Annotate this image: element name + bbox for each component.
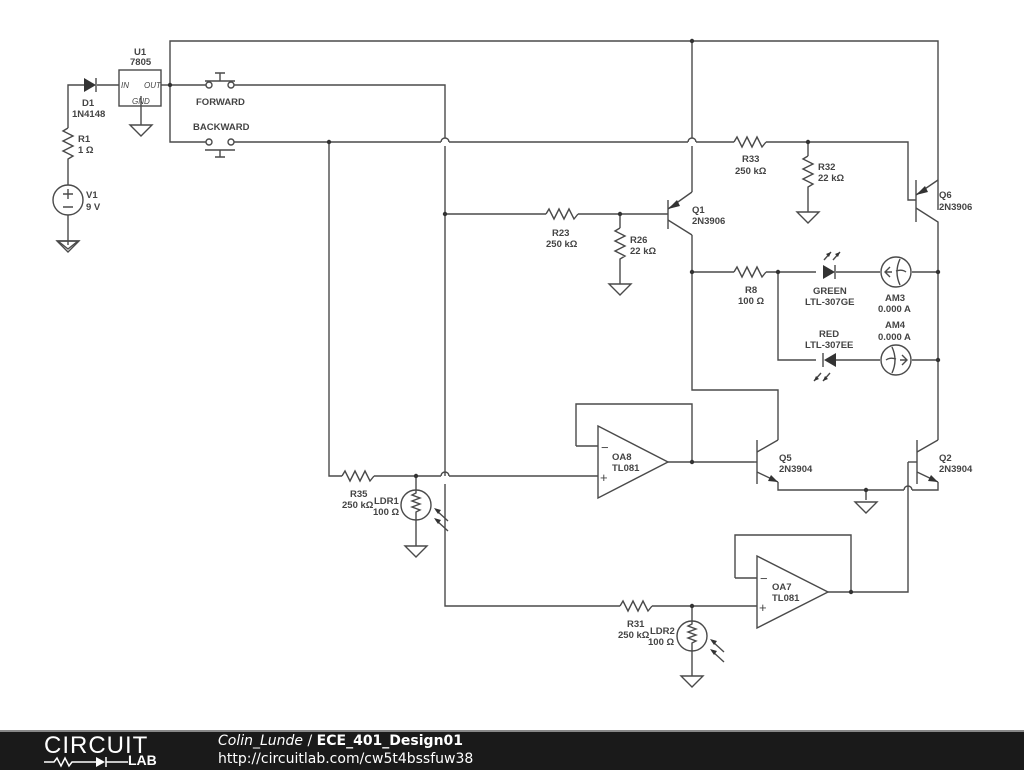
ground-icon <box>403 545 429 558</box>
schematic-canvas[interactable]: V1 9 V R1 1 Ω D1 1N4148 U1 7805 IN OUT G… <box>0 0 1024 730</box>
ldr2-ref: LDR2 <box>650 626 675 637</box>
q6-ref: Q6 <box>939 190 952 201</box>
oa8-minus: − <box>601 440 609 455</box>
ldr1-value: 100 Ω <box>373 507 399 518</box>
title-separator: / <box>303 733 317 749</box>
v1-ref: V1 <box>86 190 98 201</box>
r33-ref: R33 <box>742 154 759 165</box>
r26-ref: R26 <box>630 235 647 246</box>
resistor-r32[interactable]: R32 22 kΩ <box>801 155 844 190</box>
u1-ref: U1 <box>134 47 147 58</box>
transistor-q2[interactable]: Q2 2N3904 <box>908 439 973 484</box>
resistor-diode-logo-icon <box>44 756 128 768</box>
d1-ref: D1 <box>82 98 95 109</box>
ldr-ldr1[interactable]: LDR1 100 Ω <box>373 489 449 532</box>
r32-value: 22 kΩ <box>818 173 844 184</box>
q5-ref: Q5 <box>779 453 792 464</box>
q1-ref: Q1 <box>692 205 705 216</box>
ground-icon <box>55 240 81 253</box>
led-green-value: LTL-307GE <box>805 297 854 308</box>
resistor-r23[interactable]: R23 250 kΩ <box>545 207 579 250</box>
am3-ref: AM3 <box>885 293 905 304</box>
r35-ref: R35 <box>350 489 368 500</box>
r31-value: 250 kΩ <box>618 630 650 641</box>
u1-pin-out: OUT <box>144 81 162 90</box>
opamp-oa8[interactable]: − + OA8 TL081 <box>597 424 670 500</box>
ground-icon <box>795 211 821 224</box>
oa7-plus: + <box>759 600 767 615</box>
oa8-value: TL081 <box>612 463 640 474</box>
voltage-source-v1[interactable]: V1 9 V <box>52 184 101 216</box>
backward-label: BACKWARD <box>193 122 250 133</box>
u1-pin-gnd: GND <box>132 97 150 106</box>
r31-ref: R31 <box>627 619 645 630</box>
resistor-r35[interactable]: R35 250 kΩ <box>341 469 375 511</box>
oa8-plus: + <box>600 470 608 485</box>
r35-value: 250 kΩ <box>342 500 374 511</box>
ammeter-am3[interactable]: AM3 0.000 A <box>878 256 912 315</box>
ground-icon <box>607 283 633 296</box>
led-green-ref: GREEN <box>813 286 847 297</box>
resistor-r1[interactable]: R1 1 Ω <box>61 127 94 162</box>
footer-bar: CIRCUIT LAB Colin_Lunde / ECE_401_Design… <box>0 730 1024 770</box>
author-link[interactable]: Colin_Lunde <box>218 733 304 749</box>
oa8-ref: OA8 <box>612 452 632 463</box>
led-red-value: LTL-307EE <box>805 340 853 351</box>
ldr2-value: 100 Ω <box>648 637 674 648</box>
transistor-q6[interactable]: Q6 2N3906 <box>907 178 972 228</box>
led-red-ref: RED <box>819 329 839 340</box>
q2-value: 2N3904 <box>939 464 973 475</box>
u1-value: 7805 <box>130 57 152 68</box>
ground-icon <box>679 675 705 688</box>
circuitlab-logo[interactable]: CIRCUIT <box>44 732 149 759</box>
transistor-q1[interactable]: Q1 2N3906 <box>667 191 725 236</box>
r33-value: 250 kΩ <box>735 166 767 177</box>
forward-label: FORWARD <box>196 97 245 108</box>
am4-value: 0.000 A <box>878 332 911 343</box>
am3-value: 0.000 A <box>878 304 911 315</box>
ldr1-ref: LDR1 <box>374 496 400 507</box>
resistor-r33[interactable]: R33 250 kΩ <box>733 135 767 177</box>
q2-ref: Q2 <box>939 453 952 464</box>
footer-title: Colin_Lunde / ECE_401_Design01 <box>218 733 463 749</box>
project-url[interactable]: http://circuitlab.com/cw5t4bssfuw38 <box>218 751 474 767</box>
oa7-value: TL081 <box>772 593 800 604</box>
oa7-minus: − <box>760 571 768 586</box>
pushbutton-backward[interactable]: BACKWARD <box>193 122 250 158</box>
resistor-r8[interactable]: R8 100 Ω <box>733 265 767 307</box>
ldr-ldr2[interactable]: LDR2 100 Ω <box>648 620 725 663</box>
resistor-r31[interactable]: R31 250 kΩ <box>618 599 653 641</box>
project-name[interactable]: ECE_401_Design01 <box>316 733 464 749</box>
d1-value: 1N4148 <box>72 109 105 120</box>
wires <box>67 40 939 676</box>
opamp-oa7[interactable]: − + OA7 TL081 <box>756 554 830 630</box>
r26-value: 22 kΩ <box>630 246 656 257</box>
oa7-ref: OA7 <box>772 582 792 593</box>
r8-ref: R8 <box>745 285 757 296</box>
r23-value: 250 kΩ <box>546 239 578 250</box>
v1-value: 9 V <box>86 202 101 213</box>
logo-lab-text: LAB <box>128 752 157 768</box>
diode-d1[interactable]: D1 1N4148 <box>72 78 105 120</box>
ammeter-am4[interactable]: AM4 0.000 A <box>878 320 912 376</box>
q5-value: 2N3904 <box>779 464 813 475</box>
junctions <box>167 38 941 609</box>
am4-ref: AM4 <box>885 320 906 331</box>
q6-value: 2N3906 <box>939 202 972 213</box>
led-green[interactable]: GREEN LTL-307GE <box>805 251 854 308</box>
pushbutton-forward[interactable]: FORWARD <box>196 72 245 108</box>
transistor-q5[interactable]: Q5 2N3904 <box>754 439 813 484</box>
r23-ref: R23 <box>552 228 569 239</box>
resistor-r26[interactable]: R26 22 kΩ <box>613 227 656 262</box>
regulator-u1[interactable]: U1 7805 IN OUT GND <box>118 47 162 107</box>
ground-icon <box>853 501 879 514</box>
r32-ref: R32 <box>818 162 835 173</box>
r1-value: 1 Ω <box>78 145 94 156</box>
q1-value: 2N3906 <box>692 216 725 227</box>
r8-value: 100 Ω <box>738 296 764 307</box>
u1-pin-in: IN <box>121 81 129 90</box>
r1-ref: R1 <box>78 134 91 145</box>
led-red[interactable]: RED LTL-307EE <box>805 329 853 382</box>
ground-icon <box>128 124 154 137</box>
